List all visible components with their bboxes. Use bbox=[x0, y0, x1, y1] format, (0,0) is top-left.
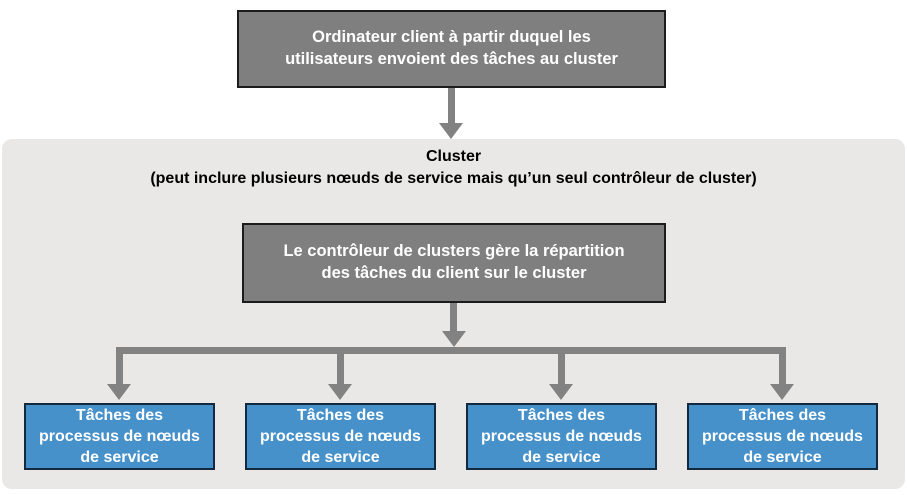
service-node-tasks-label-1: Tâches des processus de nœuds de service bbox=[39, 406, 200, 467]
controller-arrow-shaft bbox=[450, 303, 457, 332]
branch-arrow-head-4 bbox=[770, 384, 794, 400]
branch-arrow-head-1 bbox=[107, 384, 131, 400]
branch-arrow-shaft-2 bbox=[337, 347, 344, 385]
service-node-tasks-label-4: Tâches des processus de nœuds de service bbox=[702, 406, 863, 467]
cluster-controller-box: Le contrôleur de clusters gère la répart… bbox=[242, 223, 666, 303]
branch-arrow-shaft-3 bbox=[558, 347, 565, 385]
branch-arrow-head-2 bbox=[328, 384, 352, 400]
distribution-line bbox=[116, 347, 786, 354]
branch-arrow-shaft-4 bbox=[779, 347, 786, 385]
service-node-tasks-box-4: Tâches des processus de nœuds de service bbox=[687, 403, 878, 470]
cluster-controller-label: Le contrôleur de clusters gère la répart… bbox=[283, 242, 625, 282]
branch-arrow-shaft-1 bbox=[116, 347, 123, 385]
service-node-tasks-label-3: Tâches des processus de nœuds de service bbox=[481, 406, 642, 467]
service-node-tasks-box-3: Tâches des processus de nœuds de service bbox=[466, 403, 657, 470]
service-node-tasks-box-1: Tâches des processus de nœuds de service bbox=[24, 403, 215, 470]
service-node-tasks-box-2: Tâches des processus de nœuds de service bbox=[245, 403, 436, 470]
client-to-cluster-arrow-shaft bbox=[448, 88, 455, 124]
cluster-title: Cluster bbox=[425, 148, 482, 165]
service-node-tasks-label-2: Tâches des processus de nœuds de service bbox=[260, 406, 421, 467]
controller-arrow-head bbox=[442, 331, 466, 347]
branch-arrow-head-3 bbox=[549, 384, 573, 400]
client-computer-box: Ordinateur client à partir duquel les ut… bbox=[237, 10, 666, 88]
client-computer-label: Ordinateur client à partir duquel les ut… bbox=[285, 28, 618, 68]
client-to-cluster-arrow-head bbox=[439, 123, 463, 139]
cluster-subtitle: (peut inclure plusieurs nœuds de service… bbox=[150, 170, 757, 187]
